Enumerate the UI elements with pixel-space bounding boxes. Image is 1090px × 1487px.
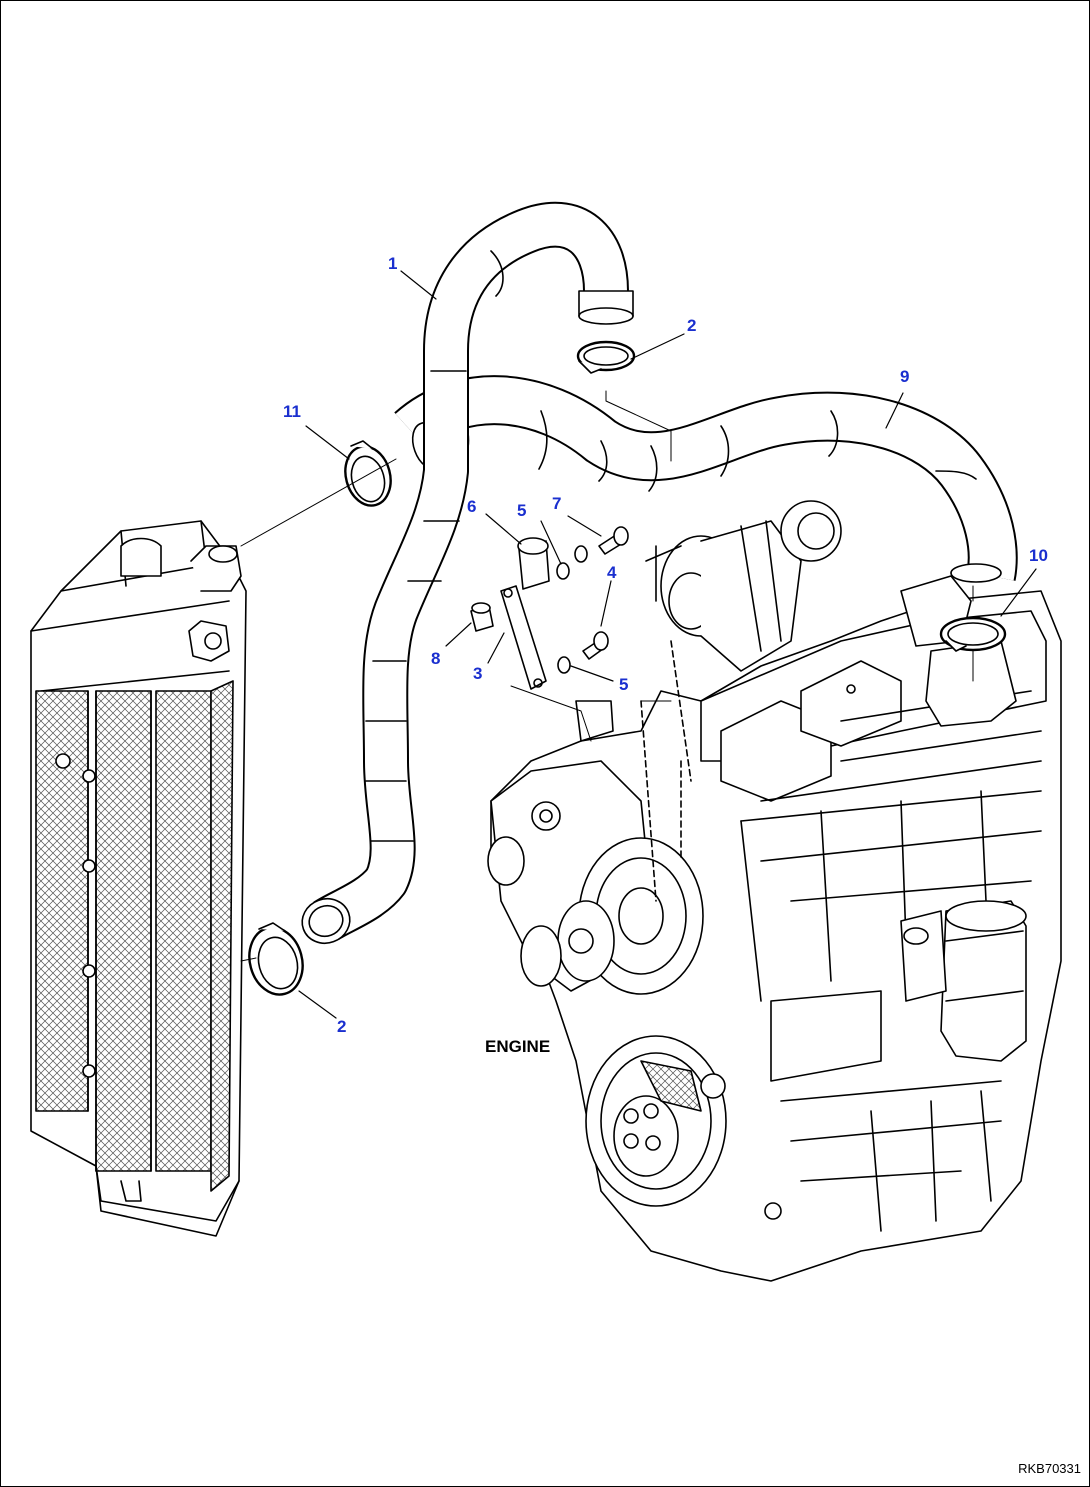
radiator xyxy=(30,520,247,1237)
callout-6: 6 xyxy=(467,497,477,516)
callout-7: 7 xyxy=(552,494,562,513)
callout-4: 4 xyxy=(607,563,617,582)
bypass-hose xyxy=(301,201,634,945)
hose-clamp-11 xyxy=(344,440,392,507)
callout-9: 9 xyxy=(900,367,910,386)
callout-2b: 2 xyxy=(337,1017,347,1036)
callout-5: 5 xyxy=(517,501,527,520)
leader-lines xyxy=(298,270,1037,1019)
callout-8: 8 xyxy=(431,649,441,668)
hose-clamp-10 xyxy=(939,616,1007,652)
callout-5b: 5 xyxy=(619,675,629,694)
hose-clamp-2-lower xyxy=(248,922,304,996)
callout-3: 3 xyxy=(473,664,483,683)
guide-lines xyxy=(240,390,974,962)
callout-2: 2 xyxy=(687,316,697,335)
callout-11: 11 xyxy=(283,402,301,421)
engine xyxy=(487,500,1062,1282)
engine-label: ENGINE xyxy=(485,1037,551,1056)
drawing-code: RKB70331 xyxy=(1018,1461,1081,1476)
callout-10: 10 xyxy=(1029,546,1048,565)
hose-clamp-2-upper xyxy=(576,340,636,374)
callout-1: 1 xyxy=(388,254,398,273)
bracket-hardware xyxy=(470,526,629,742)
